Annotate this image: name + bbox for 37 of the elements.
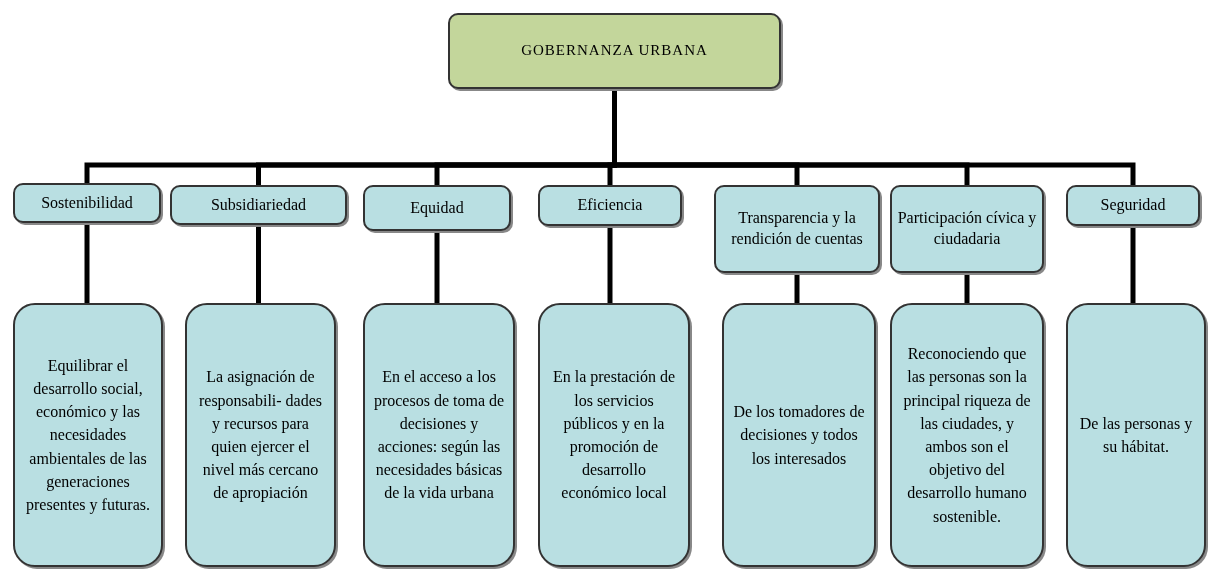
description-text: En la prestación de los servicios públicos y en la promoción de desarrollo económico local (551, 367, 677, 504)
description-box (890, 303, 1044, 567)
connector-line (964, 273, 970, 303)
description-box (13, 303, 163, 567)
connector-line (794, 273, 800, 303)
description-text: En el acceso a los procesos de toma de decisiones y acciones: según las necesidades básicas de la vida urbana (373, 367, 505, 504)
description-box (722, 303, 876, 567)
connector-line (256, 225, 261, 303)
description-text: Reconociendo que las personas son la principal riqueza de las ciudades, y ambos son el objetivo del desarrollo humano sostenible. (902, 344, 1032, 527)
category-box (538, 185, 682, 226)
description-box (185, 303, 336, 567)
description-text: La asignación de responsabili- dades y recursos para quien ejercer el nivel más cercano de apropiación (197, 367, 324, 504)
category-label: Seguridad (1100, 195, 1166, 216)
category-label: Sostenibilidad (41, 192, 133, 213)
category-box (363, 185, 511, 231)
description-text: De las personas y su hábitat. (1078, 413, 1194, 457)
root-box (448, 13, 781, 89)
connector-line (1130, 226, 1136, 303)
category-box (890, 185, 1044, 273)
category-box (170, 185, 347, 225)
category-label: Eficiencia (577, 195, 643, 216)
description-box (538, 303, 690, 567)
category-label: Participación cívica y ciudadaria (896, 208, 1038, 249)
description-box (1066, 303, 1206, 567)
description-text: De los tomadores de decisiones y todos los interesados (732, 402, 866, 469)
category-box (1066, 185, 1200, 226)
connector-line (434, 231, 440, 303)
connector-line (84, 223, 90, 303)
description-box (363, 303, 515, 567)
category-box (13, 183, 161, 223)
category-label: Transparencia y la rendición de cuentas (730, 208, 864, 249)
connector-line (607, 226, 613, 303)
category-label: Subsidiariedad (210, 194, 307, 215)
description-text: Equilibrar el desarrollo social, económico y las necesidades ambientales de las generaciones presentes y futuras. (25, 355, 151, 516)
category-box (714, 185, 880, 273)
category-label: Equidad (410, 197, 464, 219)
title-text: GOBERNANZA URBANA (521, 41, 708, 61)
